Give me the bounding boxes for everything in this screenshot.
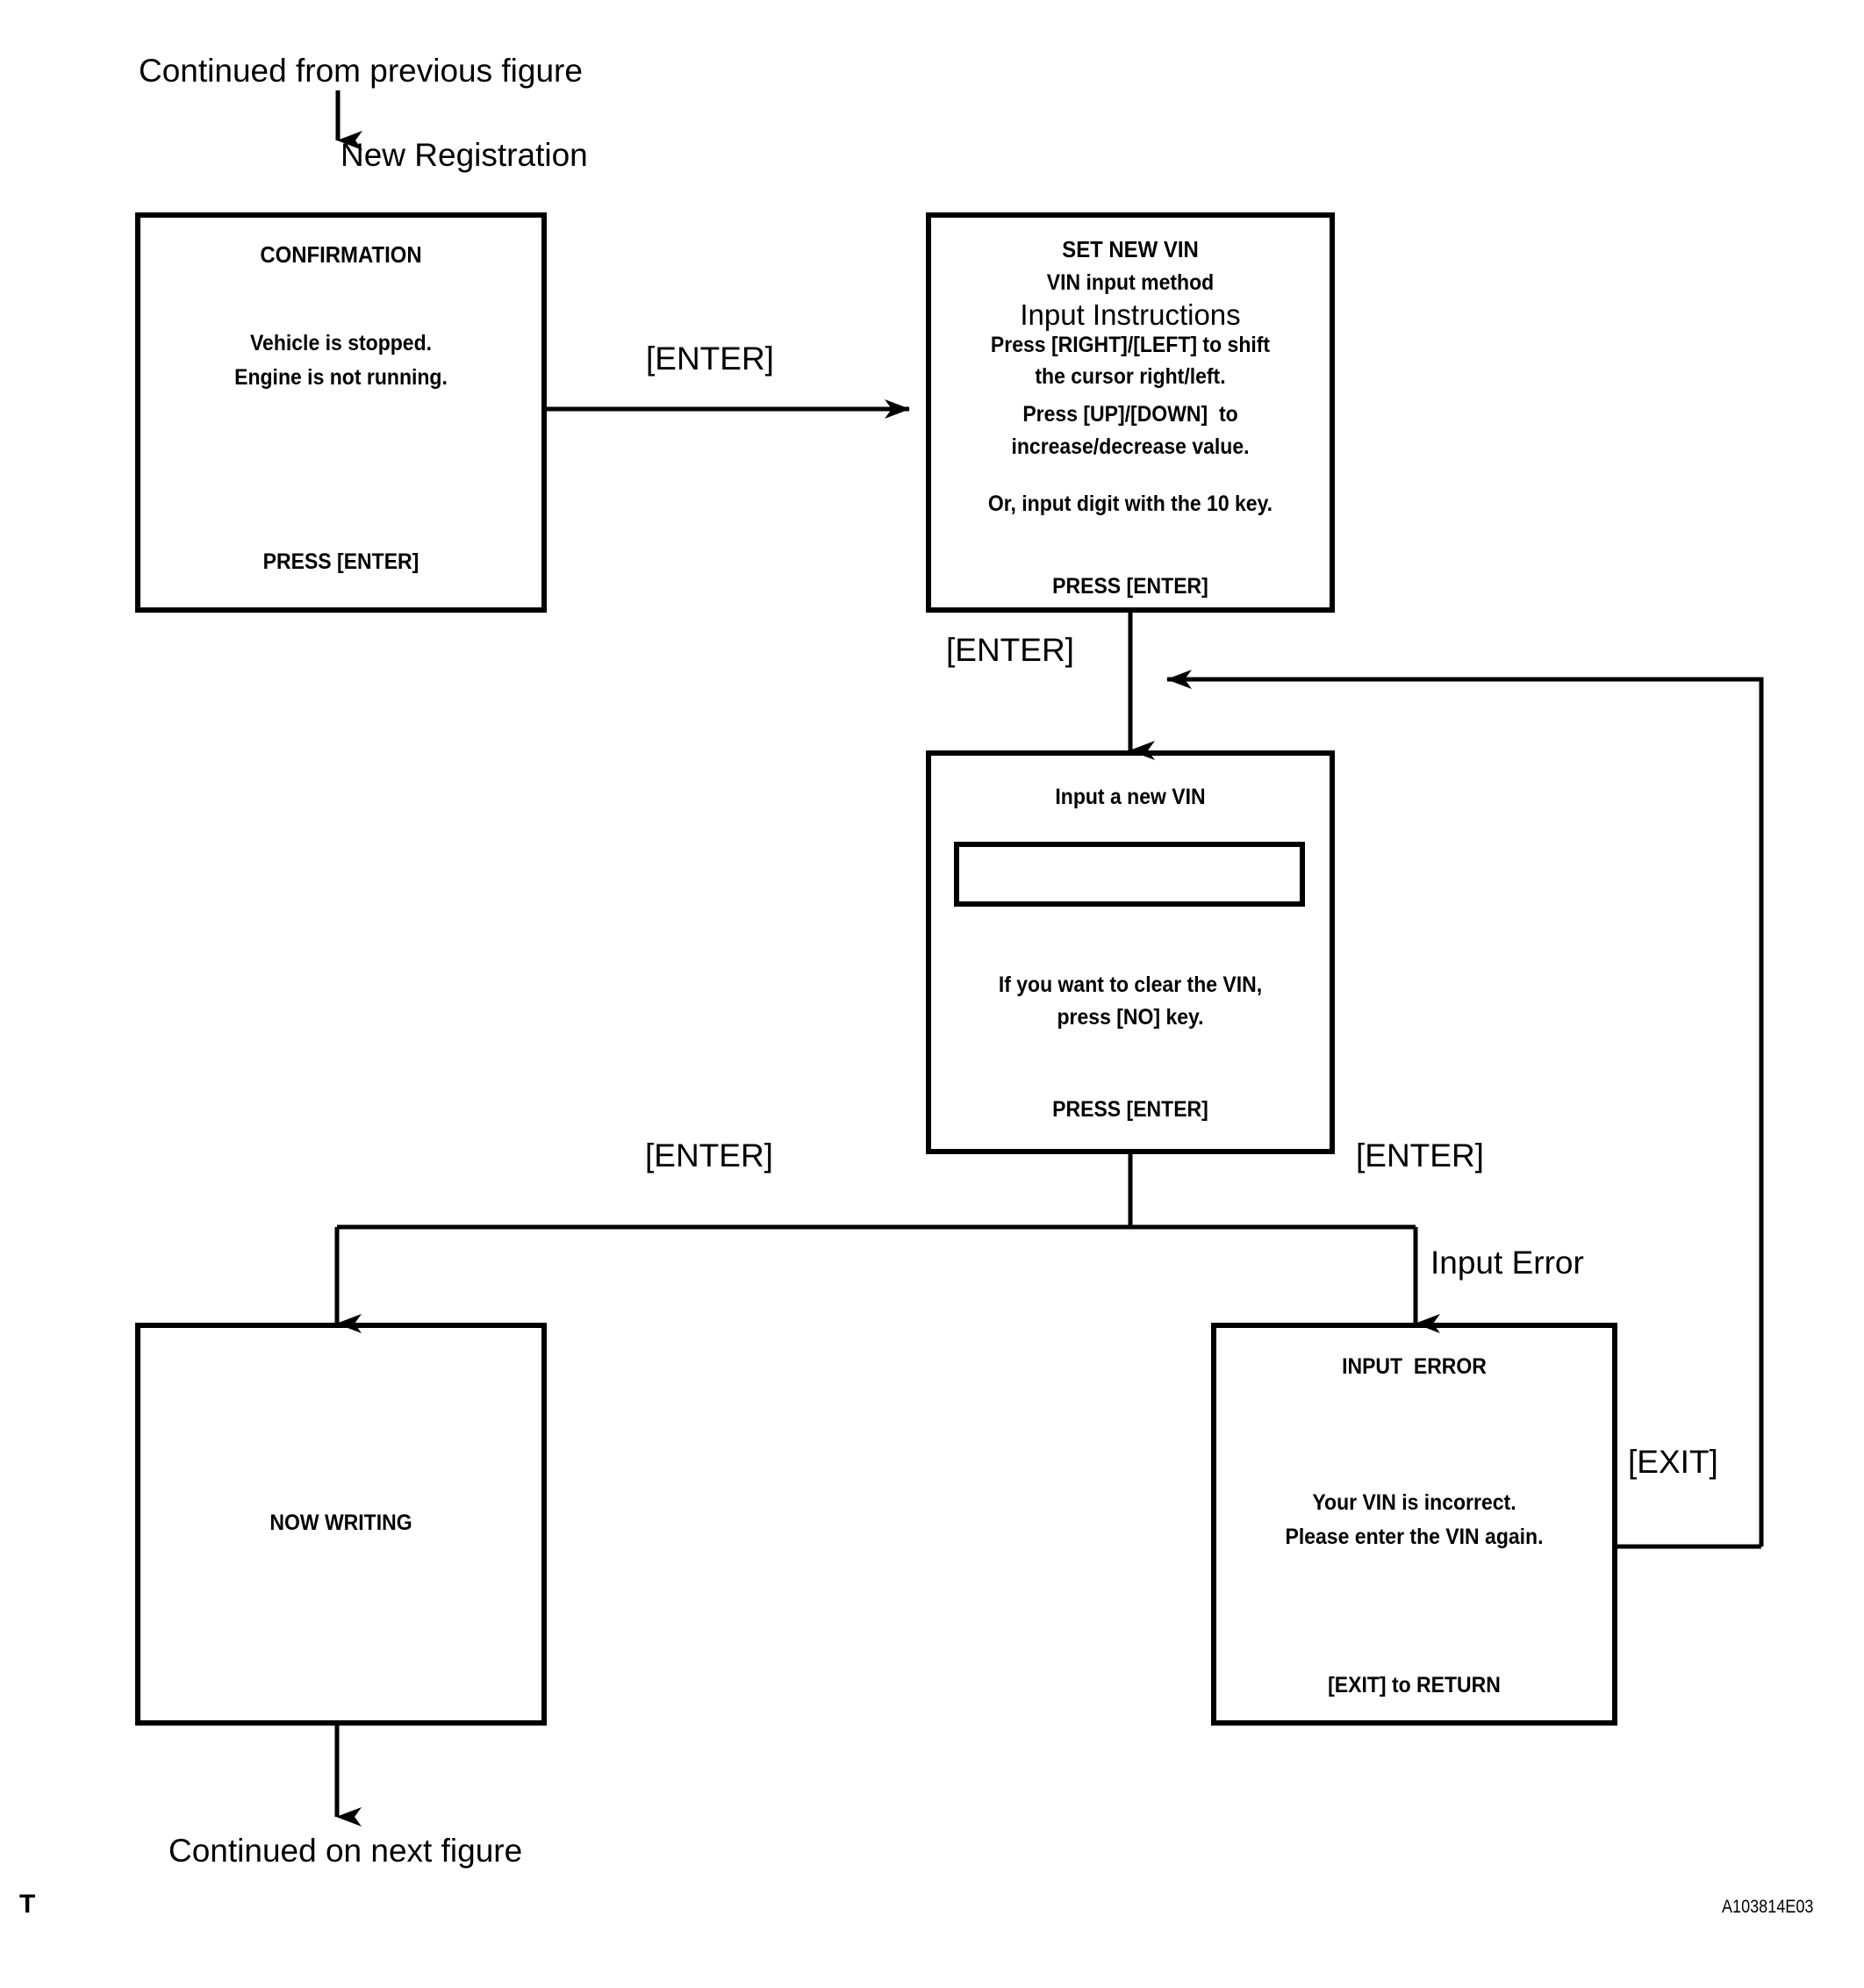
- input-new-vin-footer: PRESS [ENTER]: [1052, 1097, 1208, 1122]
- confirmation-line-2: Engine is not running.: [234, 365, 448, 390]
- edge-label-input-to-now-writing: [ENTER]: [645, 1138, 773, 1173]
- node-set-new-vin-box: [926, 212, 1335, 613]
- set-new-vin-line-2: the cursor right/left.: [1035, 364, 1226, 389]
- input-error-footer: [EXIT] to RETURN: [1328, 1673, 1501, 1697]
- confirmation-footer: PRESS [ENTER]: [262, 549, 419, 574]
- input-new-vin-line-2: press [NO] key.: [1057, 1005, 1204, 1030]
- set-new-vin-subtitle: VIN input method: [1046, 270, 1215, 295]
- edge-label-exit-loop: [EXIT]: [1628, 1444, 1718, 1480]
- set-new-vin-line-3: Press [UP]/[DOWN] to: [1022, 402, 1238, 427]
- top-caption: Continued from previous figure: [139, 53, 583, 89]
- node-set-new-vin: SET NEW VIN VIN input method Input Instr…: [928, 215, 1332, 515]
- set-new-vin-line-1: Press [RIGHT]/[LEFT] to shift: [990, 333, 1271, 357]
- input-new-vin-line-1: If you want to clear the VIN,: [998, 972, 1263, 997]
- confirmation-line-1: Vehicle is stopped.: [249, 331, 433, 355]
- corner-mark: T: [19, 1890, 36, 1919]
- edge-error-loop-back: [1166, 670, 1764, 1547]
- edge-label-setvin-to-input: [ENTER]: [946, 632, 1074, 668]
- node-input-new-vin-box: [926, 750, 1335, 1154]
- edge-label-new-registration: New Registration: [341, 137, 588, 173]
- input-new-vin-title: Input a new VIN: [1055, 785, 1206, 809]
- edge-label-input-to-error: [ENTER]: [1356, 1138, 1484, 1173]
- node-confirmation-box: [135, 212, 547, 613]
- node-input-error-box: [1211, 1323, 1617, 1726]
- input-error-line-2: Please enter the VIN again.: [1285, 1525, 1544, 1549]
- confirmation-title: CONFIRMATION: [260, 241, 422, 268]
- bottom-caption: Continued on next figure: [168, 1833, 523, 1869]
- input-error-line-1: Your VIN is incorrect.: [1312, 1490, 1516, 1515]
- set-new-vin-title: SET NEW VIN: [1062, 236, 1199, 262]
- vin-input-field-box: [954, 842, 1305, 907]
- spacer: [138, 266, 544, 333]
- node-confirmation: CONFIRMATION Vehicle is stopped. Engine …: [138, 215, 544, 389]
- input-error-title: INPUT ERROR: [1342, 1354, 1487, 1379]
- set-new-vin-footer: PRESS [ENTER]: [1052, 574, 1208, 599]
- edge-label-input-error: Input Error: [1430, 1245, 1584, 1281]
- node-now-writing-box: [135, 1323, 547, 1726]
- set-new-vin-heading: Input Instructions: [1020, 298, 1241, 331]
- now-writing-title: NOW WRITING: [269, 1511, 412, 1535]
- figure-code: A103814E03: [1722, 1897, 1814, 1917]
- set-new-vin-line-4: increase/decrease value.: [1011, 434, 1250, 459]
- edge-label-confirmation-to-setvin: [ENTER]: [646, 341, 774, 377]
- set-new-vin-note: Or, input digit with the 10 key.: [987, 492, 1273, 516]
